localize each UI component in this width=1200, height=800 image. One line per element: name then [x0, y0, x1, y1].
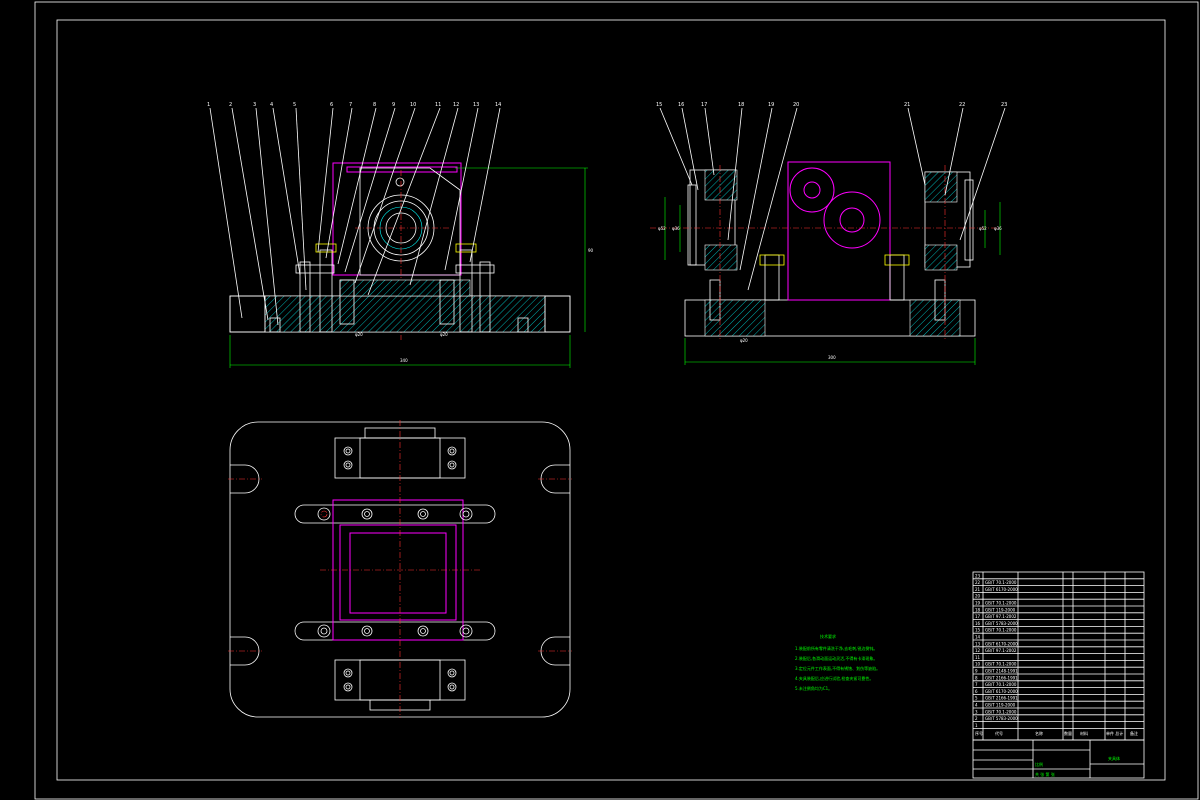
bom-row-no: 14	[975, 635, 981, 640]
bom-row-code: GB/T 6170-2000	[985, 587, 1018, 592]
bom-row-no: 17	[975, 614, 981, 619]
tech-req-line-1: 1.装配前所有零件清洗干净,去毛刺,锐边倒钝。	[795, 645, 877, 651]
callout-front-6: 6	[330, 102, 333, 108]
bom-row-code: GB/T 97.1-2002	[985, 648, 1017, 653]
bom-row-code: GB/T 70.1-2000	[985, 628, 1017, 633]
tech-req-title: 技术要求	[820, 633, 836, 639]
bom-row-no: 4	[975, 703, 978, 708]
dim-small-front-1: φ20	[355, 332, 363, 337]
bom-row-no: 6	[975, 689, 978, 694]
callout-side-17: 17	[701, 102, 707, 108]
bom-row-no: 22	[975, 580, 981, 585]
bom-header-qty: 数量	[1064, 730, 1072, 736]
scale-label: 比例	[1035, 761, 1043, 767]
callout-side-15: 15	[656, 102, 662, 108]
callout-side-22: 22	[959, 102, 965, 108]
bom-row-code: GB/T 2166-1991	[985, 675, 1018, 680]
bom-row-code: GB/T 5783-2000	[985, 621, 1018, 626]
bom-row-no: 8	[975, 675, 978, 680]
callout-front-5: 5	[293, 102, 296, 108]
callout-side-21: 21	[904, 102, 910, 108]
callout-front-12: 12	[453, 102, 459, 108]
outer-border	[34, 1, 1199, 800]
callout-front-11: 11	[435, 102, 441, 108]
bom-row-no: 9	[975, 669, 978, 674]
callout-front-9: 9	[392, 102, 395, 108]
callout-front-14: 14	[495, 102, 501, 108]
dim-height-front: 90	[588, 248, 594, 253]
dim-right-2: φ36	[994, 226, 1002, 231]
callout-front-2: 2	[229, 102, 232, 108]
bom-row-code: GB/T 97.1-2002	[985, 614, 1017, 619]
bom-row-no: 23	[975, 573, 981, 578]
bom-row-code: GB/T 119-2000	[985, 703, 1016, 708]
bom-row-no: 18	[975, 607, 981, 612]
front-view: 340 90 φ20 φ20 1 2 3 4 5 6 7 8	[207, 102, 594, 368]
tech-req-line-2: 2.装配后,各滑动面运动灵活,不得有卡滞现象。	[795, 655, 877, 661]
bom-row-code: GB/T 70.1-2000	[985, 682, 1017, 687]
inner-frame	[56, 19, 1166, 781]
callout-front-1: 1	[207, 102, 210, 108]
tech-req-line-5: 5.未注倒角均为C1。	[795, 685, 832, 691]
bom-row-code: GB/T 119-2000	[985, 607, 1016, 612]
bom-row-no: 16	[975, 621, 981, 626]
dim-left-1: φ52	[658, 226, 666, 231]
bom-row-code: GB/T 70.1-2000	[985, 709, 1017, 714]
technical-requirements: 技术要求 1.装配前所有零件清洗干净,去毛刺,锐边倒钝。 2.装配后,各滑动面运…	[795, 633, 880, 691]
bom-row-code: GB/T 5783-2000	[985, 716, 1018, 721]
callout-side-20: 20	[793, 102, 799, 108]
bom-header-name: 名称	[1035, 730, 1043, 736]
dim-right-1: φ52	[979, 226, 987, 231]
dim-width-front: 340	[400, 358, 408, 363]
callout-side-18: 18	[738, 102, 744, 108]
callout-front-4: 4	[270, 102, 273, 108]
callout-side-16: 16	[678, 102, 684, 108]
dim-small-front-2: φ20	[440, 332, 448, 337]
bom-row-no: 12	[975, 648, 981, 653]
dim-width-side: 300	[828, 355, 836, 360]
bom-row-no: 11	[975, 655, 981, 660]
bom-header-note: 备注	[1130, 730, 1138, 736]
bom-row-code: GB/T 2166-1991	[985, 696, 1018, 701]
bom-row-no: 3	[975, 709, 978, 714]
bom-header-weight: 单件 总计	[1106, 730, 1123, 736]
callout-front-10: 10	[410, 102, 416, 108]
bom-row-no: 15	[975, 628, 981, 633]
bom-row-code: GB/T 70.1-2000	[985, 662, 1017, 667]
side-view: 300 φ52 φ36 φ52 φ36 φ20 15 16 17 18 19 2…	[650, 102, 1007, 365]
drawing-name: 夹具体	[1108, 755, 1120, 761]
bom-row-no: 13	[975, 641, 981, 646]
dim-small-side: φ20	[740, 338, 748, 343]
bom-row-no: 1	[975, 723, 978, 728]
title-block: 夹具体 比例 共 张 第 张	[972, 739, 1145, 779]
callout-side-19: 19	[768, 102, 774, 108]
bom-row-no: 7	[975, 682, 978, 687]
tech-req-line-3: 3.定位元件工作表面,不得有锈蚀、划伤等缺陷。	[795, 665, 880, 671]
bom-row-code: GB/T 6170-2000	[985, 689, 1018, 694]
bom-row-no: 10	[975, 662, 981, 667]
dim-left-2: φ36	[672, 226, 680, 231]
bom-row-no: 5	[975, 696, 978, 701]
tech-req-line-4: 4.夹具装配后,应进行试验,检查夹紧可靠性。	[795, 675, 873, 681]
callout-front-3: 3	[253, 102, 256, 108]
bom-row-no: 21	[975, 587, 981, 592]
bom-row-code: GB/T 70.1-2000	[985, 601, 1017, 606]
bom-row-no: 19	[975, 601, 981, 606]
callout-side-23: 23	[1001, 102, 1007, 108]
bom-header-no: 序号	[975, 730, 983, 736]
bom-row-no: 2	[975, 716, 978, 721]
bom-row-code: GB/T 2148-1991	[985, 669, 1018, 674]
callout-front-7: 7	[349, 102, 352, 108]
bom-row-no: 20	[975, 594, 981, 599]
callout-front-8: 8	[373, 102, 376, 108]
sheet-label: 共 张 第 张	[1035, 771, 1055, 777]
bom-header-code: 代号	[995, 730, 1003, 736]
bom-row-code: GB/T 6170-2000	[985, 641, 1018, 646]
top-view	[228, 420, 572, 718]
callout-front-13: 13	[473, 102, 479, 108]
bom-row-code: GB/T 70.1-2000	[985, 580, 1017, 585]
bom-header-material: 材料	[1080, 730, 1088, 736]
